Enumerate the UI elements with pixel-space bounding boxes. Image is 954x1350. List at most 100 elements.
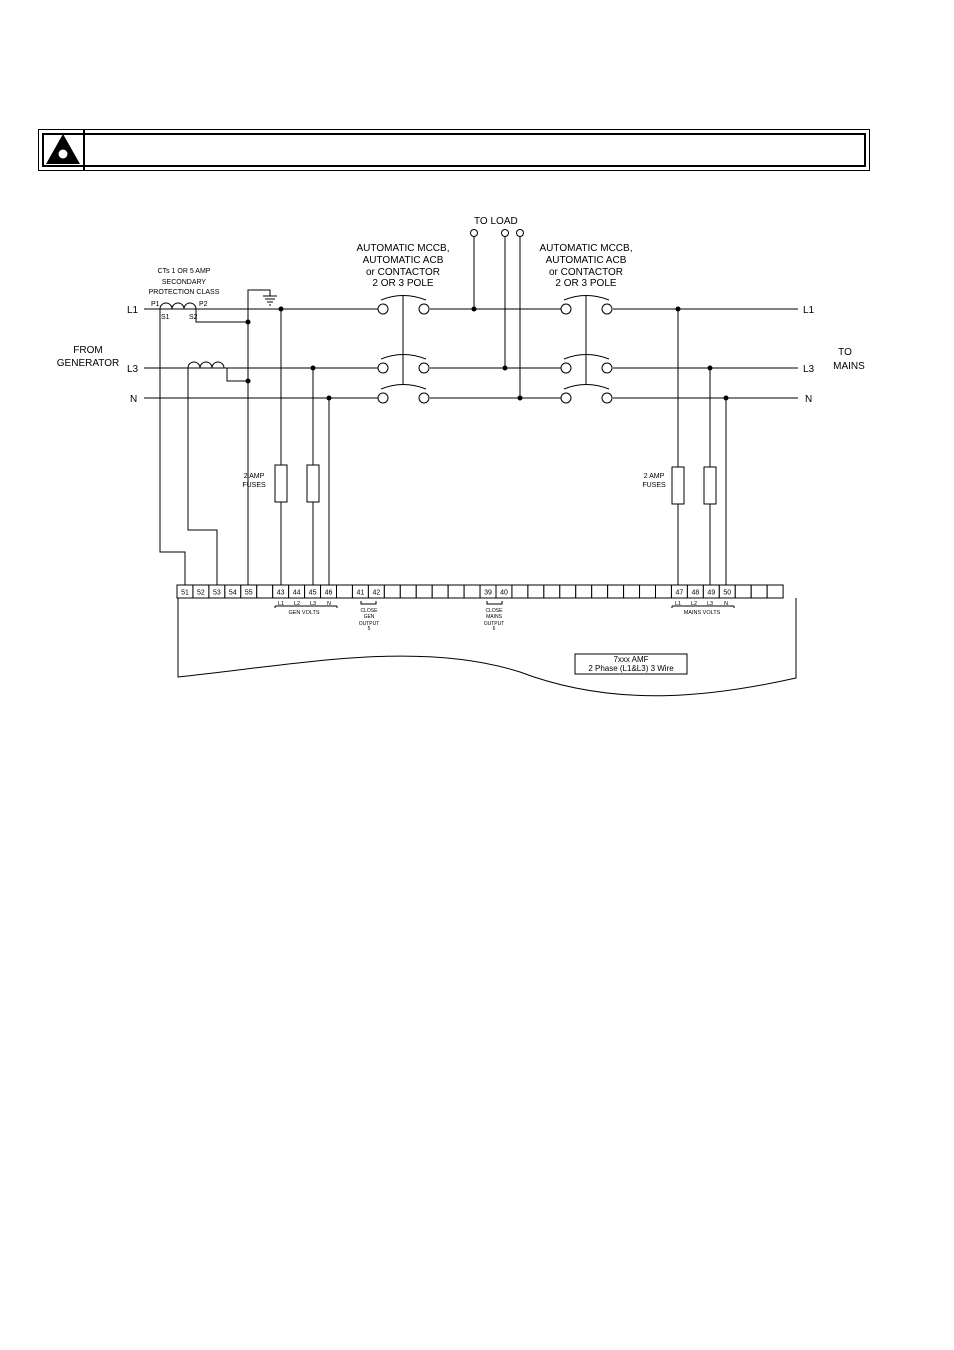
terminal-label: 51 xyxy=(181,590,189,597)
svg-text:L3: L3 xyxy=(310,601,316,607)
svg-text:5: 5 xyxy=(368,626,371,632)
terminal-cell xyxy=(256,584,274,599)
warning-banner-inner-border xyxy=(42,133,866,167)
svg-text:GEN: GEN xyxy=(364,614,375,620)
terminal-label: 39 xyxy=(484,590,492,597)
svg-text:MAINS: MAINS xyxy=(833,361,865,372)
terminal-label: 43 xyxy=(277,590,285,597)
right-l1-label: L1 xyxy=(803,305,815,316)
terminal-cell xyxy=(399,584,417,599)
svg-text:CTs 1 OR 5 AMP: CTs 1 OR 5 AMP xyxy=(158,268,211,275)
svg-text:CLOSE: CLOSE xyxy=(361,608,379,614)
left-l3-label: L3 xyxy=(127,364,139,375)
svg-text:FUSES: FUSES xyxy=(242,482,266,489)
svg-text:2 OR 3 POLE: 2 OR 3 POLE xyxy=(555,278,616,289)
breaker-left-label: AUTOMATIC MCCB, AUTOMATIC ACB or CONTACT… xyxy=(357,243,450,289)
svg-text:AUTOMATIC ACB: AUTOMATIC ACB xyxy=(363,255,444,266)
left-l1-label: L1 xyxy=(127,305,139,316)
svg-text:2 AMP: 2 AMP xyxy=(244,473,265,480)
warning-banner-separator xyxy=(83,130,85,170)
svg-text:OUTPUT: OUTPUT xyxy=(359,621,380,627)
left-n-label: N xyxy=(130,394,137,405)
terminal-label: 49 xyxy=(707,590,715,597)
svg-text:PROTECTION CLASS: PROTECTION CLASS xyxy=(149,289,220,296)
breaker-right-label: AUTOMATIC MCCB, AUTOMATIC ACB or CONTACT… xyxy=(540,243,633,289)
control-module-outline xyxy=(177,598,797,697)
terminal-label: 55 xyxy=(245,590,253,597)
terminal-label: 47 xyxy=(676,590,684,597)
svg-text:2 AMP: 2 AMP xyxy=(644,473,665,480)
right-n-label: N xyxy=(805,394,812,405)
svg-text:7xxx AMF: 7xxx AMF xyxy=(613,655,648,664)
module-title-box xyxy=(574,653,688,675)
terminal-label: 48 xyxy=(691,590,699,597)
svg-text:L2: L2 xyxy=(691,601,697,607)
close-gen-label: CLOSE GEN OUTPUT 5 xyxy=(359,608,380,632)
terminal-cell xyxy=(415,584,433,599)
terminal-cell xyxy=(607,584,625,599)
terminal-cell xyxy=(575,584,593,599)
right-l3-label: L3 xyxy=(803,364,815,375)
fuses-left-label: 2 AMP FUSES xyxy=(242,473,266,489)
ct-s2-label: S2 xyxy=(189,314,198,321)
terminal-cell xyxy=(527,584,545,599)
svg-text:L2: L2 xyxy=(294,601,300,607)
terminal-label: 42 xyxy=(372,590,380,597)
svg-text:AUTOMATIC MCCB,: AUTOMATIC MCCB, xyxy=(357,243,450,254)
svg-text:TO: TO xyxy=(838,347,852,358)
close-mains-contact-icon xyxy=(486,601,503,605)
svg-text:L1: L1 xyxy=(278,601,284,607)
terminal-label: 50 xyxy=(723,590,731,597)
svg-text:FROM: FROM xyxy=(73,345,102,356)
terminal-cell xyxy=(543,584,561,599)
gen-phase-labels: L1 L2 L3 N xyxy=(278,601,331,607)
terminal-cell xyxy=(511,584,529,599)
terminal-label: 54 xyxy=(229,590,237,597)
svg-text:N: N xyxy=(724,601,728,607)
terminal-cell xyxy=(431,584,449,599)
ct-wire-51 xyxy=(159,309,186,588)
ct-p2-label: P2 xyxy=(199,301,208,308)
svg-text:AUTOMATIC MCCB,: AUTOMATIC MCCB, xyxy=(540,243,633,254)
terminal-cell xyxy=(559,584,577,599)
svg-text:CLOSE: CLOSE xyxy=(486,608,504,614)
terminal-label: 53 xyxy=(213,590,221,597)
terminal-cell xyxy=(623,584,641,599)
warning-triangle-icon xyxy=(46,134,80,164)
terminal-cell xyxy=(336,584,353,599)
breaker-left xyxy=(377,295,430,404)
fuse-mains-l3 xyxy=(703,466,717,505)
terminal-cell xyxy=(734,584,752,599)
terminal-cell xyxy=(463,584,481,599)
terminal-label: 46 xyxy=(325,590,333,597)
terminal-cell xyxy=(383,584,401,599)
ct-wire-s2-l3 xyxy=(224,367,248,382)
svg-text:MAINS: MAINS xyxy=(486,614,503,620)
breaker-right xyxy=(560,295,613,404)
terminal-label: 52 xyxy=(197,590,205,597)
terminal-cell xyxy=(766,584,784,599)
svg-text:OUTPUT: OUTPUT xyxy=(484,621,505,627)
to-mains-label: TO MAINS xyxy=(833,347,865,372)
terminal-cell xyxy=(750,584,768,599)
current-transformer-l1 xyxy=(159,302,197,310)
svg-text:L3: L3 xyxy=(707,601,713,607)
fuses-right-label: 2 AMP FUSES xyxy=(642,473,666,489)
terminal-cell xyxy=(655,584,672,599)
terminal-label: 45 xyxy=(309,590,317,597)
fuse-mains-l1 xyxy=(671,466,685,505)
earth-ground-icon xyxy=(263,295,277,306)
fuse-gen-l3 xyxy=(306,464,320,503)
junction-dots xyxy=(245,306,729,401)
mains-phase-labels: L1 L2 L3 N xyxy=(675,601,728,607)
terminal-cell xyxy=(639,584,656,599)
terminal-cell xyxy=(447,584,465,599)
warning-banner xyxy=(38,129,870,171)
svg-text:or CONTACTOR: or CONTACTOR xyxy=(366,267,440,278)
ct-s1-label: S1 xyxy=(161,314,170,321)
terminal-label: 41 xyxy=(357,590,365,597)
svg-text:GENERATOR: GENERATOR xyxy=(57,358,119,369)
ct-note: CTs 1 OR 5 AMP SECONDARY PROTECTION CLAS… xyxy=(149,268,220,296)
